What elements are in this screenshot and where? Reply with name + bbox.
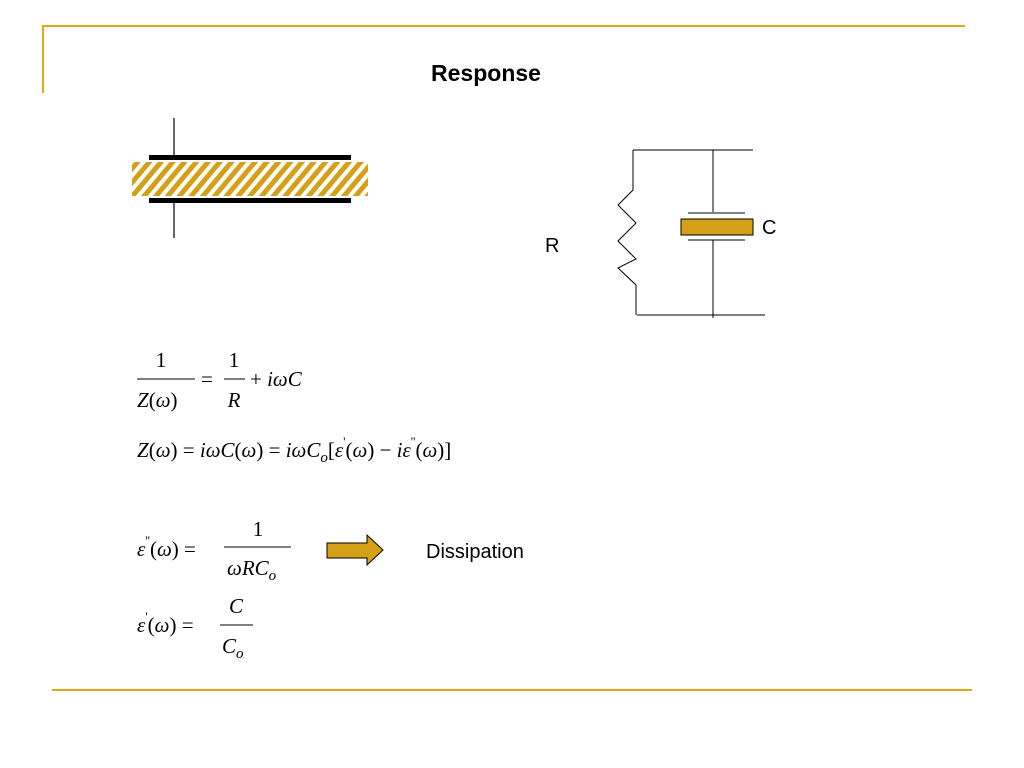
- capacitor-dielectric: [680, 218, 754, 236]
- equation-admittance: 1 Z(ω) = 1 R + iωC: [137, 348, 303, 412]
- svg-text:ε''(ω) =: ε''(ω) =: [137, 533, 196, 561]
- slide-bottom-border: [52, 689, 972, 691]
- svg-text:Z(ω): Z(ω): [137, 388, 178, 412]
- equation-loss-factor: ε''(ω) = 1 ωRCo: [137, 517, 291, 584]
- top-electrode: [149, 155, 351, 160]
- svg-text:1: 1: [229, 348, 240, 372]
- svg-text:Co: Co: [222, 634, 244, 662]
- capacitor-label: C: [762, 217, 776, 239]
- svg-text:ε'(ω) =: ε'(ω) =: [137, 609, 194, 637]
- svg-text:1: 1: [253, 517, 264, 541]
- resistor-label: R: [545, 235, 559, 257]
- svg-text:ωRCo: ωRCo: [227, 556, 277, 584]
- parallel-plate-capacitor: [132, 118, 368, 238]
- svg-text:C: C: [229, 594, 244, 618]
- svg-text:R: R: [227, 388, 241, 412]
- slide-title: Response: [431, 60, 541, 86]
- dielectric-slab: [132, 162, 368, 196]
- dissipation-label: Dissipation: [426, 541, 524, 563]
- equation-permittivity: ε'(ω) = C Co: [137, 594, 253, 662]
- slide-left-border: [42, 25, 44, 93]
- rc-equivalent-circuit: [617, 149, 765, 318]
- svg-text:Z(ω) = iωC(ω) = iωCo[ε'(ω) − i: Z(ω) = iωC(ω) = iωCo[ε'(ω) − iε''(ω)]: [137, 434, 451, 466]
- slide-top-border: [43, 25, 965, 27]
- equation-impedance: Z(ω) = iωC(ω) = iωCo[ε'(ω) − iε''(ω)]: [137, 434, 451, 466]
- bottom-electrode: [149, 198, 351, 203]
- svg-text:1: 1: [156, 348, 167, 372]
- right-arrow-icon: [326, 533, 384, 567]
- resistor-symbol: [617, 150, 637, 315]
- svg-text:+ iωC: + iωC: [250, 367, 303, 391]
- svg-text:=: =: [201, 367, 213, 391]
